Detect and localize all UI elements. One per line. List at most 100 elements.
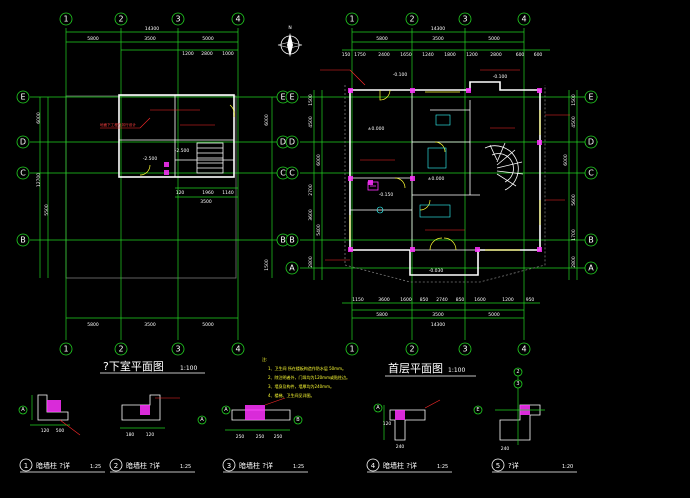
ground-level-2: ±0.000	[368, 126, 385, 132]
ground-bottom-sub-9: 950	[526, 297, 535, 303]
note-item-4: 4、楼梯、卫生间见详图。	[268, 392, 315, 398]
detail-2: 120 180 A	[120, 394, 207, 438]
detail-1-dim-2: 500	[56, 428, 65, 434]
basement-plan-title: ?下室平面图	[103, 359, 164, 373]
note-item-2: 2、除注明者外，门垛均为120mm或贴柱边。	[268, 374, 350, 380]
basement-inner-dim-1: 120	[176, 190, 185, 196]
notes-header: 注:	[262, 356, 267, 362]
ground-axis-top-1: 1	[345, 12, 359, 26]
ground-bottom-sub-4: 850	[420, 297, 429, 303]
ground-sub-6: 1800	[444, 52, 456, 58]
detail-1-scale: 1:25	[90, 464, 101, 470]
detail-2-caption-circle	[109, 458, 123, 472]
ground-dim-2: 3500	[432, 36, 444, 42]
basement-bottom-dim-2: 3500	[144, 322, 156, 328]
basement-axis-bottom-2: 2	[114, 342, 128, 356]
basement-left-dim-1: 6000	[36, 112, 42, 124]
ground-axis-right-E: E	[584, 90, 598, 104]
basement-left-dim-2: 12700	[36, 173, 42, 187]
basement-sub-dim-3: 1000	[222, 51, 234, 57]
detail-4-scale: 1:25	[437, 464, 448, 470]
basement-bottom-dim-1: 5800	[87, 322, 99, 328]
ground-right-dim-4: 5600	[571, 194, 577, 206]
ground-axis-left-E-label: E	[289, 93, 294, 102]
detail-1-dim-1: 120	[41, 428, 50, 434]
basement-axis-right-C-label: C	[280, 169, 286, 178]
basement-axis-right-C: C	[276, 166, 290, 180]
ground-right-dim-1: 1500	[571, 94, 577, 106]
ground-axis-left-B-label: B	[289, 236, 295, 245]
ground-sub-5: 1240	[422, 52, 434, 58]
ground-bottom-sub-7: 1600	[474, 297, 486, 303]
ground-plan-scale: 1:100	[448, 367, 465, 374]
detail-4-axis: A	[376, 405, 380, 411]
basement-axis-right-B-label: B	[280, 236, 286, 245]
detail-4: 120 240 A	[373, 399, 441, 450]
basement-right-dim-2: 1500	[264, 259, 270, 271]
ground-plan-title: 首层平面图	[388, 361, 443, 375]
ground-axis-right-D-label: D	[588, 138, 594, 147]
basement-axis-bottom-3-label: 3	[175, 345, 180, 354]
ground-axis-top-4-label: 4	[521, 15, 526, 24]
ground-level-4: -0.100	[493, 74, 508, 80]
detail-2-number: 2	[114, 462, 118, 470]
site-boundary	[65, 95, 237, 279]
basement-axis-bottom-4-label: 4	[235, 345, 240, 354]
detail-1-caption: 暗墙柱 ?详	[36, 461, 70, 470]
note-item-3: 3、墙身及构件，墙厚均为240mm。	[268, 383, 334, 389]
basement-axis-top-1-label: 1	[63, 15, 68, 24]
ground-dim-1: 5800	[376, 36, 388, 42]
basement-axis-left-D-label: D	[20, 138, 26, 147]
basement-bottom-grid: 1 2 3 4	[59, 342, 245, 356]
basement-axis-right-E: E	[276, 90, 290, 104]
ground-bottom-sub-6: 850	[456, 297, 465, 303]
basement-axis-bottom-1: 1	[59, 342, 73, 356]
ground-axis-bottom-1: 1	[345, 342, 359, 356]
ground-axis-right-D: D	[584, 135, 598, 149]
ground-right-dim-5: 1700	[571, 229, 577, 241]
ground-axis-left-C-label: C	[289, 169, 295, 178]
basement-dim-3: 5000	[202, 36, 214, 42]
ground-sub-4: 1650	[400, 52, 412, 58]
ground-axis-bottom-4: 4	[517, 342, 531, 356]
ground-axis-bottom-4-label: 4	[521, 345, 526, 354]
basement-dim-2: 3500	[144, 36, 156, 42]
detail-4-caption-circle	[366, 458, 380, 472]
detail-3-scale: 1:25	[293, 464, 304, 470]
ground-axis-top-2-label: 2	[409, 15, 414, 24]
ground-sub-7: 1200	[466, 52, 478, 58]
basement-axis-left-B-label: B	[20, 236, 26, 245]
basement-axis-top-3-label: 3	[175, 15, 180, 24]
ground-level-3: ±0.000	[428, 176, 445, 182]
detail-3-dim-1: 250	[236, 434, 245, 440]
ground-left-dim-7: 2800	[308, 256, 314, 268]
basement-level-1: -2.500	[143, 156, 158, 162]
ground-sub-2: 1750	[354, 52, 366, 58]
basement-axis-left-E: E	[16, 90, 30, 104]
ground-bottom-dim-1: 5800	[376, 312, 388, 318]
ground-bottom-dim-3: 5000	[488, 312, 500, 318]
detail-2-dim-2: 180	[126, 432, 135, 438]
detail-5-axis-e: E	[476, 407, 479, 413]
detail-5-dim: 240	[501, 446, 510, 452]
detail-3-dim-2: 250	[256, 434, 265, 440]
basement-axis-top-1: 1	[59, 12, 73, 26]
ground-bottom-dim-2: 3500	[432, 312, 444, 318]
ground-axis-left-A-label: A	[289, 264, 295, 273]
basement-left-dim-3: 5500	[44, 204, 50, 216]
detail-2-dim-1: 120	[146, 432, 155, 438]
detail-1: 120 500 A	[18, 394, 81, 436]
ground-axis-right-E-label: E	[588, 93, 593, 102]
basement-inner-dim-2: 1960	[202, 190, 214, 196]
ground-bottom-sub-5: 2740	[436, 297, 448, 303]
detail-5-number: 5	[496, 462, 500, 470]
ground-bottom-sub-1: 1150	[352, 297, 364, 303]
ground-axis-left-E: E	[285, 90, 299, 104]
